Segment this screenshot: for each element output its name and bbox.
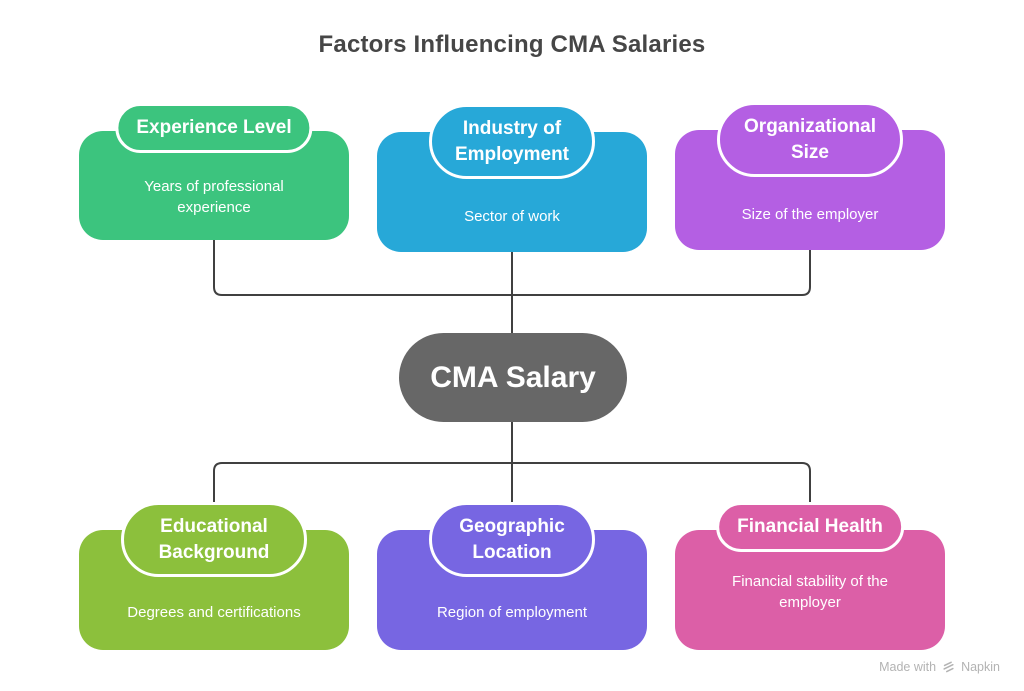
napkin-logo-icon: [943, 661, 954, 673]
factor-description: Sector of work: [464, 207, 560, 225]
page-title: Factors Influencing CMA Salaries: [318, 31, 706, 58]
central-node-cma-salary: CMA Salary: [399, 333, 627, 422]
factor-description: Years of professional experience: [144, 178, 284, 216]
factor-node-experience-level: Experience Level Years of professional e…: [79, 103, 349, 240]
central-node-label: CMA Salary: [430, 360, 596, 394]
factor-title-pill: Experience Level: [115, 103, 313, 153]
factor-node-financial-health: Financial Health Financial stability of …: [675, 502, 945, 650]
factor-description: Financial stability of the employer: [732, 573, 888, 611]
factor-node-industry-of-employment: Industry of Employment Sector of work: [377, 104, 647, 252]
factor-title-pill: Geographic Location: [429, 502, 595, 578]
factor-node-geographic-location: Geographic Location Region of employment: [377, 502, 647, 650]
factor-title-pill: Organizational Size: [717, 102, 903, 178]
watermark-brand: Napkin: [961, 660, 1000, 674]
factor-title-pill: Industry of Employment: [429, 104, 595, 180]
factor-node-organizational-size: Organizational Size Size of the employer: [675, 102, 945, 250]
bottom-bus-connector: [213, 462, 811, 504]
factor-description: Size of the employer: [741, 205, 879, 223]
factor-description: Region of employment: [436, 604, 588, 622]
factor-title-pill: Educational Background: [121, 502, 307, 578]
factor-node-educational-background: Educational Background Degrees and certi…: [79, 502, 349, 650]
watermark: Made with Napkin: [879, 660, 1000, 674]
factor-title-pill: Financial Health: [716, 502, 904, 552]
watermark-prefix: Made with: [879, 660, 937, 674]
factor-description: Degrees and certifications: [127, 604, 301, 622]
